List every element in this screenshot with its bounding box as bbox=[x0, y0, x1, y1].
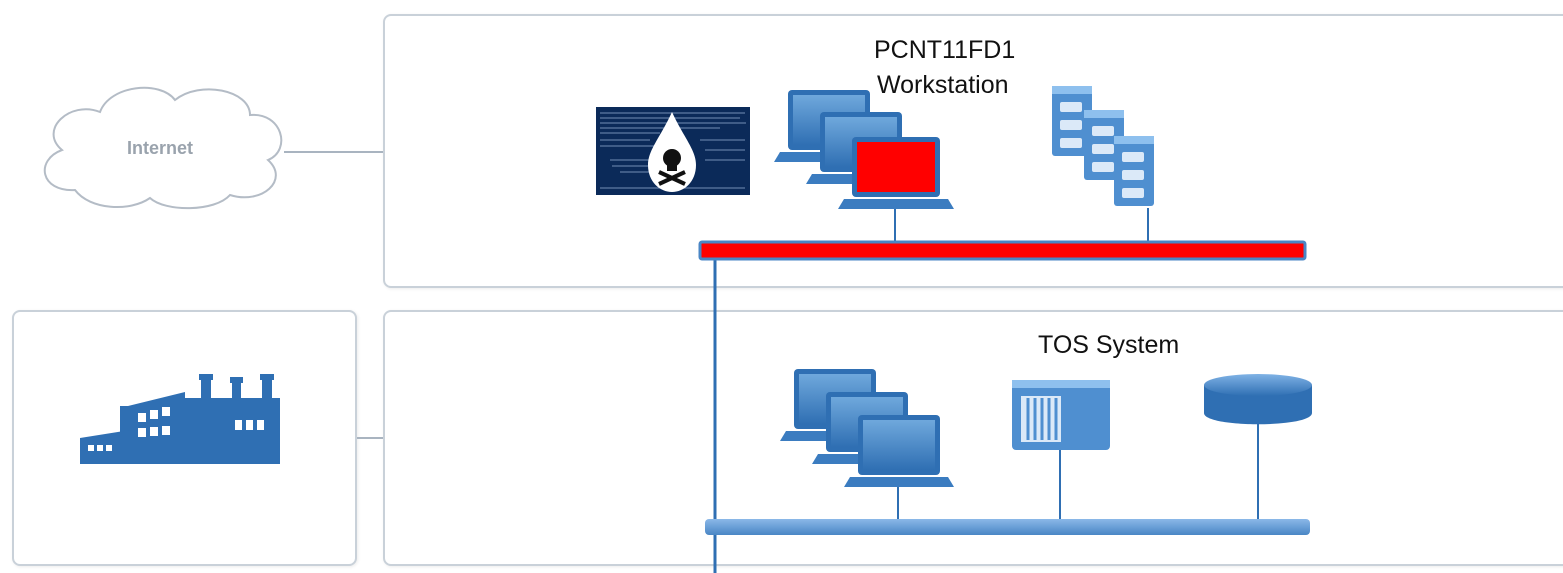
compromised-workstation-icon bbox=[838, 137, 954, 209]
tos-clients-icon bbox=[780, 369, 954, 487]
factory-icon bbox=[80, 374, 280, 464]
server-cluster-icon bbox=[1052, 86, 1154, 206]
workstation-type-label: Workstation bbox=[877, 71, 1009, 99]
workstation-hostname-label: PCNT11FD1 bbox=[874, 36, 1016, 64]
powershell-poison-drop-icon bbox=[596, 107, 750, 195]
internet-cloud-icon bbox=[43, 86, 283, 210]
internet-label: Internet bbox=[127, 138, 193, 158]
tos-system-label: TOS System bbox=[1038, 331, 1180, 359]
ot-network-bus bbox=[705, 519, 1310, 535]
it-network-bus bbox=[698, 240, 1307, 261]
database-icon bbox=[1204, 374, 1312, 425]
controller-icon bbox=[1012, 380, 1110, 450]
workstation-laptops-icon bbox=[774, 90, 954, 209]
